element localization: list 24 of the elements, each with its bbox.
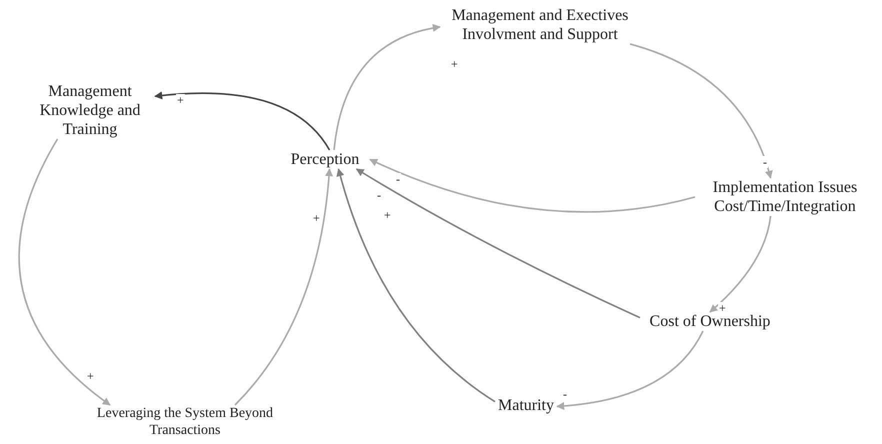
causal-arrow [333,24,441,150]
causal-arrow [630,43,772,179]
variable-label: Perception [290,150,360,169]
causal-arrow [369,158,696,213]
variable-label: Leveraging the System Beyond Transactions [96,405,274,439]
polarity-sign: + [312,212,321,224]
variable-label: Management Knowledge and Training [38,82,142,139]
causal-arrow [154,92,330,150]
causal-arrow [556,330,704,410]
causal-arrow [234,168,333,406]
causal-arrow [709,216,772,313]
polarity-sign: + [383,209,392,221]
polarity-sign: + [86,370,95,382]
polarity-sign: + [450,58,459,70]
variable-label: Management and Exectives Involvment and Support [450,6,630,44]
variable-label: Maturity [497,396,555,415]
polarity-sign: + [718,302,727,314]
variable-label: Implementation Issues Cost/Time/Integration [712,178,858,216]
variable-label: Cost of Ownership [648,312,772,331]
causal-arrow [336,168,496,402]
causal-arrow [18,138,111,406]
causal-arrow [356,168,640,318]
polarity-sign: + [176,94,185,106]
polarity-sign: - [762,156,768,168]
